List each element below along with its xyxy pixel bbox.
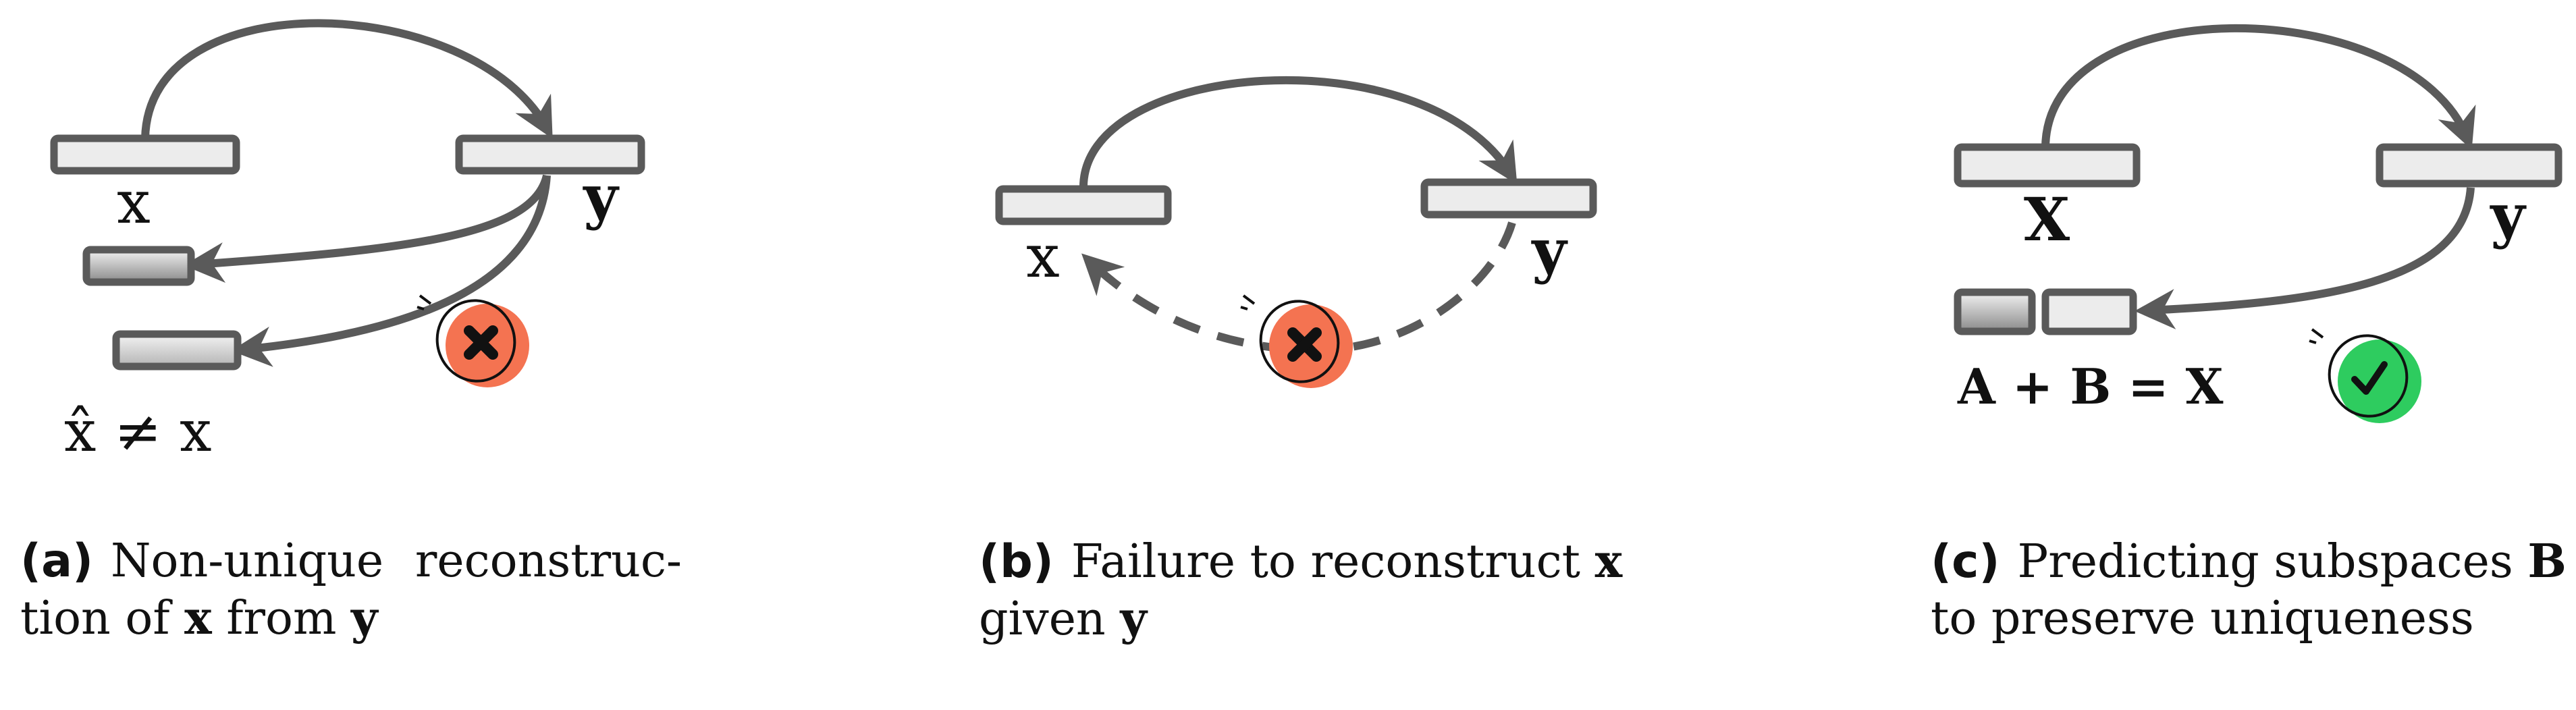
panel-a: x y x̂ ≠ x [50,19,645,464]
forward-arrow [1079,76,1518,190]
caption-text: Predicting subspaces [2017,535,2513,589]
check-icon [2351,361,2388,395]
forward-arrow [2041,24,2476,150]
cross-icon [1287,327,1322,362]
caption-label: (b) [979,535,1054,589]
subspace-box-b [2041,288,2137,335]
caption-c: (c) Predicting subspaces B to preserve un… [1931,533,2572,647]
label-y: y [2489,180,2527,250]
reconstruction-arrow-1 [184,174,551,283]
output-box-y [2376,143,2562,188]
forward-arrow [141,19,553,139]
label-y: y [1530,215,1568,285]
panel-c: X y A + B = X [1954,24,2562,423]
caption-b: (b) Failure to reconstruct x given y [979,533,1640,648]
caption-label: (a) [20,535,94,588]
caption-text: to preserve uniqueness [1931,592,2474,645]
caption-text: given [979,593,1106,646]
caption-symbol-x: x [1594,535,1623,589]
equation-label: A + B = X [1957,358,2224,415]
output-box-y [455,134,645,175]
caption-symbol-x: x [184,591,212,645]
input-box-x [50,134,240,175]
output-box-y [1420,178,1597,219]
label-x: x [1026,221,1060,291]
input-box-x [995,185,1172,225]
reconstruction-arrow-2 [231,175,551,367]
label-x: X [2024,184,2070,254]
caption-symbol-b: B [2527,535,2567,589]
success-badge [2309,328,2421,423]
caption-a: (a)Non-unique reconstruc-tion of x from … [20,533,682,647]
reconstruction-box-2 [112,330,242,371]
label-y: y [582,161,620,231]
subspace-arrow [2135,187,2475,330]
panel-b: x y [995,76,1597,388]
reconstruction-box-1 [82,246,195,286]
input-box-x [1954,143,2141,188]
fail-badge [1240,294,1353,388]
label-x: x [117,167,151,237]
subspace-box-a [1954,288,2036,335]
caption-symbol-y: y [1120,592,1147,646]
caption-text: Non-unique reconstruc-tion of [20,535,682,645]
caption-text: Failure to reconstruct [1071,535,1580,589]
caption-symbol-y: y [351,591,378,645]
cross-icon [464,325,498,360]
neq-label: x̂ ≠ x [64,398,212,464]
caption-text: from [226,592,337,645]
caption-label: (c) [1931,535,2000,589]
fail-badge [417,294,529,387]
